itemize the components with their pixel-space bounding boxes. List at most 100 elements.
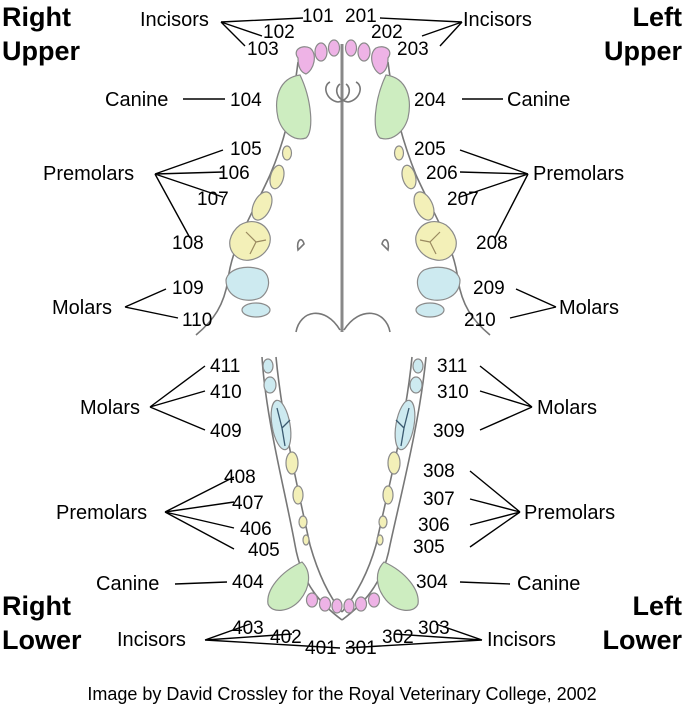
tooth-number-305: 305 bbox=[413, 537, 445, 558]
tooth-308 bbox=[387, 451, 401, 475]
leader-lines bbox=[124, 17, 557, 649]
tooth-402 bbox=[318, 596, 332, 612]
tooth-number-104: 104 bbox=[230, 90, 262, 111]
tooth-number-402: 402 bbox=[270, 627, 302, 648]
label-incisors-left-upper: Incisors bbox=[463, 9, 532, 31]
tooth-204 bbox=[374, 74, 410, 140]
tooth-408 bbox=[285, 451, 299, 475]
tooth-406 bbox=[298, 515, 308, 529]
tooth-number-401: 401 bbox=[305, 638, 337, 659]
upper-molars bbox=[225, 266, 461, 318]
tooth-307 bbox=[382, 485, 394, 505]
label-canine-right-lower: Canine bbox=[96, 573, 159, 595]
lower-canines bbox=[267, 561, 419, 611]
tooth-110 bbox=[241, 302, 271, 318]
tooth-109 bbox=[225, 266, 270, 301]
label-incisors-right-lower: Incisors bbox=[117, 629, 186, 651]
tooth-number-405: 405 bbox=[248, 540, 280, 561]
tooth-number-406: 406 bbox=[240, 519, 272, 540]
quadrant-label-right-lower-line2: Lower bbox=[2, 625, 82, 655]
tooth-number-410: 410 bbox=[210, 382, 242, 403]
tooth-number-301: 301 bbox=[345, 638, 377, 659]
tooth-108-marking bbox=[245, 231, 267, 255]
lower-molars bbox=[262, 358, 424, 451]
tooth-206 bbox=[401, 164, 417, 190]
tooth-407 bbox=[292, 485, 304, 505]
tooth-number-203: 203 bbox=[397, 39, 429, 60]
tooth-306 bbox=[378, 515, 388, 529]
tooth-401 bbox=[331, 598, 343, 614]
lower-premolars bbox=[285, 451, 401, 546]
upper-premolars bbox=[229, 145, 457, 261]
tooth-205 bbox=[393, 145, 405, 161]
image-credit: Image by David Crossley for the Royal Ve… bbox=[87, 684, 596, 704]
tooth-number-308: 308 bbox=[423, 461, 455, 482]
tooth-number-110: 110 bbox=[182, 310, 212, 331]
tooth-102 bbox=[314, 42, 328, 62]
tooth-number-102: 102 bbox=[263, 22, 295, 43]
tooth-number-404: 404 bbox=[232, 572, 264, 593]
tooth-409-marking bbox=[276, 407, 291, 447]
quadrant-label-left-upper-line2: Upper bbox=[604, 36, 683, 66]
label-premolars-right-lower: Premolars bbox=[56, 502, 147, 524]
tooth-104 bbox=[276, 74, 312, 140]
tooth-105 bbox=[281, 145, 293, 161]
tooth-number-208: 208 bbox=[476, 233, 508, 254]
quadrant-label-right-upper-line1: Right bbox=[2, 2, 71, 32]
tooth-number-302: 302 bbox=[382, 627, 414, 648]
label-premolars-right-upper: Premolars bbox=[43, 163, 134, 185]
tooth-303 bbox=[367, 592, 381, 608]
label-premolars-left-lower: Premolars bbox=[524, 502, 615, 524]
tooth-202 bbox=[357, 42, 371, 62]
tooth-number-403: 403 bbox=[232, 618, 264, 639]
quadrant-label-right-upper-line2: Upper bbox=[2, 36, 81, 66]
tooth-305 bbox=[376, 534, 384, 546]
tooth-number-108: 108 bbox=[172, 233, 204, 254]
tooth-number-103: 103 bbox=[247, 39, 279, 60]
label-incisors-left-lower: Incisors bbox=[487, 629, 556, 651]
tooth-number-207: 207 bbox=[447, 189, 479, 210]
tooth-number-201: 201 bbox=[345, 6, 377, 27]
upper-incisors bbox=[295, 39, 391, 75]
tooth-number-411: 411 bbox=[210, 356, 240, 377]
tooth-405 bbox=[302, 534, 310, 546]
tooth-310 bbox=[409, 376, 423, 394]
label-molars-right-upper: Molars bbox=[52, 297, 112, 319]
tooth-210 bbox=[415, 302, 445, 318]
tooth-number-105: 105 bbox=[230, 139, 262, 160]
tooth-208 bbox=[415, 221, 457, 261]
tooth-208-marking bbox=[419, 231, 441, 255]
label-molars-left-lower: Molars bbox=[537, 397, 597, 419]
tooth-403 bbox=[305, 592, 319, 608]
tooth-number-205: 205 bbox=[414, 139, 446, 160]
tooth-201 bbox=[344, 39, 358, 57]
tooth-number-409: 409 bbox=[210, 421, 242, 442]
tooth-number-310: 310 bbox=[437, 382, 469, 403]
quadrant-label-right-lower-line1: Right bbox=[2, 591, 71, 621]
tooth-106 bbox=[269, 164, 285, 190]
tooth-number-106: 106 bbox=[218, 163, 250, 184]
tooth-number-101: 101 bbox=[302, 6, 334, 27]
tooth-309-marking bbox=[395, 407, 410, 447]
tooth-number-206: 206 bbox=[426, 163, 458, 184]
tooth-number-209: 209 bbox=[473, 278, 505, 299]
tooth-number-309: 309 bbox=[433, 421, 465, 442]
tooth-number-109: 109 bbox=[172, 278, 204, 299]
label-canine-right-upper: Canine bbox=[105, 89, 168, 111]
quadrant-label-left-lower-line1: Left bbox=[633, 591, 683, 621]
tooth-404 bbox=[267, 561, 310, 611]
tooth-311 bbox=[412, 358, 424, 374]
tooth-101 bbox=[327, 39, 341, 57]
tooth-number-311: 311 bbox=[437, 356, 467, 377]
label-premolars-left-upper: Premolars bbox=[533, 163, 624, 185]
tooth-107 bbox=[251, 191, 273, 221]
tooth-number-307: 307 bbox=[423, 489, 455, 510]
tooth-411 bbox=[262, 358, 274, 374]
tooth-203 bbox=[371, 46, 391, 75]
lower-incisors bbox=[305, 592, 381, 614]
tooth-number-408: 408 bbox=[224, 467, 256, 488]
tooth-302 bbox=[354, 596, 368, 612]
tooth-304 bbox=[376, 561, 419, 611]
tooth-number-407: 407 bbox=[232, 493, 264, 514]
tooth-108 bbox=[229, 221, 271, 261]
